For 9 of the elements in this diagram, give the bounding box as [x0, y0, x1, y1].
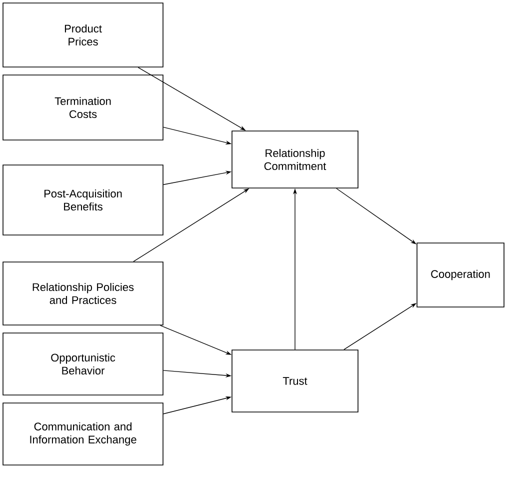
process-box: Trust — [232, 350, 358, 412]
factor-box: Opportunistic Behavior — [2, 332, 164, 396]
factor-box: Communication and Information Exchange — [2, 402, 164, 466]
factor-box: Product Prices — [2, 2, 164, 68]
factor-box: Relationship Policies and Practices — [2, 262, 164, 326]
process-box: Relationship Commitment — [232, 130, 358, 188]
factor-box: Post-Acquisition Benefits — [2, 164, 164, 236]
factor-box: Termination Costs — [2, 74, 164, 140]
process-box: Cooperation — [416, 242, 504, 308]
